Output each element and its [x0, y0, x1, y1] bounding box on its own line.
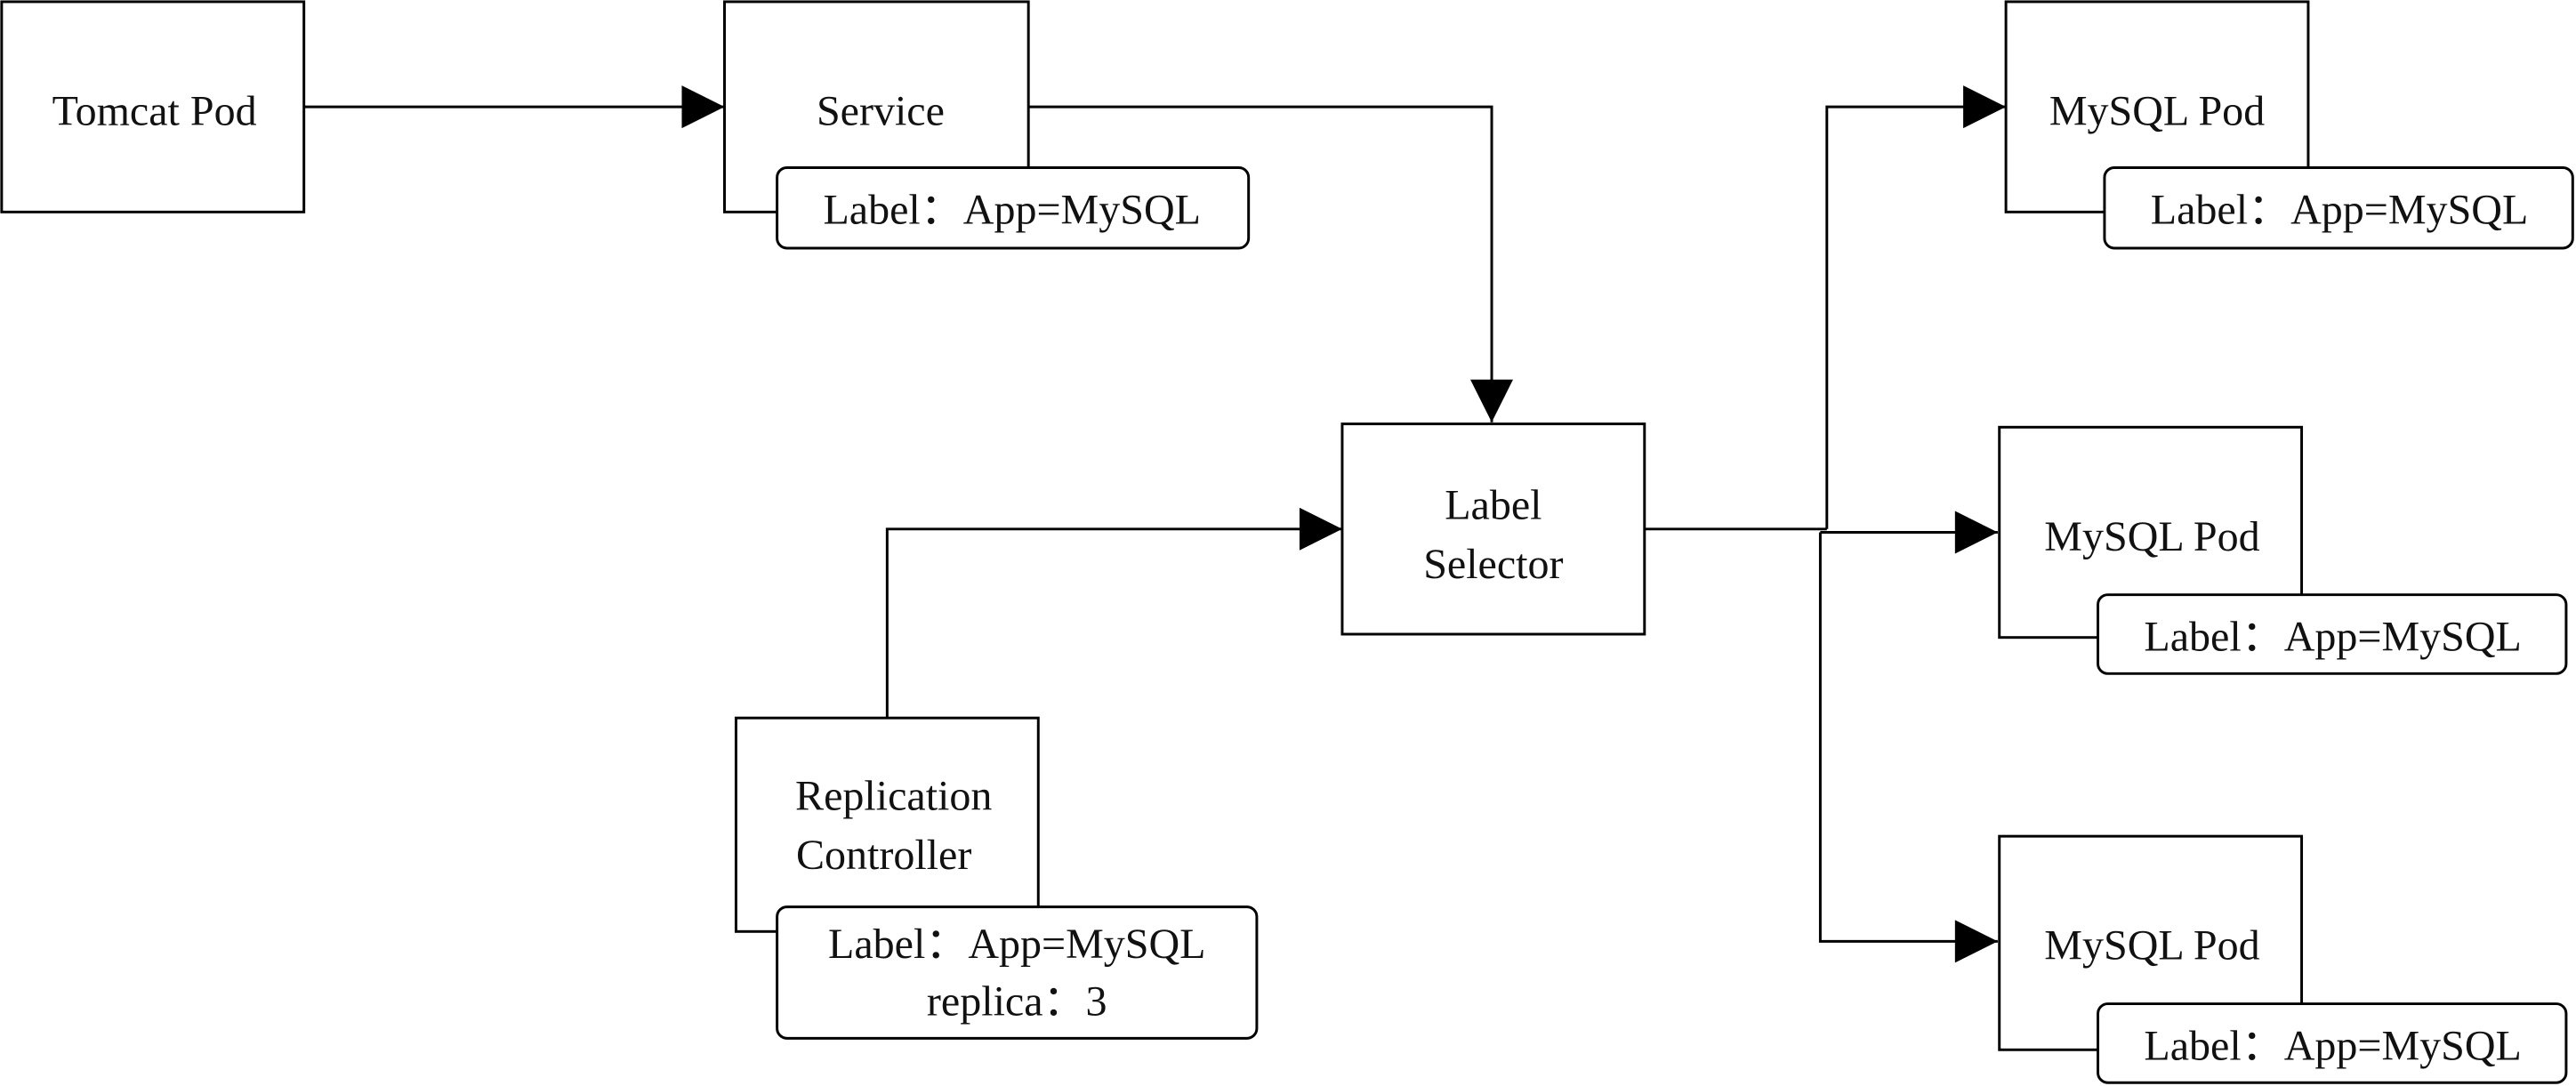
- mysql-pod-tag-text: Label：App=MySQL: [2151, 186, 2529, 233]
- edge-selector-to-pod3: [1818, 532, 1998, 963]
- mysql-pod-node: MySQL Pod Label：App=MySQL: [2004, 0, 2574, 250]
- rc-tag-line2: replica：3: [927, 977, 1107, 1025]
- service-label-tag: Label：App=MySQL: [776, 165, 1251, 250]
- edge-service-to-selector: [1028, 105, 1514, 422]
- mysql-pod-label: MySQL Pod: [2044, 922, 2259, 969]
- tomcat-pod-label: Tomcat Pod: [52, 87, 257, 134]
- replication-controller-node: Replication Controller Label：App=MySQL r…: [734, 716, 1259, 1040]
- edge-selector-to-pod1: [1825, 85, 2007, 529]
- replication-controller-line2: Controller: [796, 832, 971, 879]
- mysql-pod-tag-text: Label：App=MySQL: [2144, 1022, 2522, 1069]
- service-node: Service Label：App=MySQL: [723, 0, 1251, 250]
- edge-rc-to-selector: [885, 507, 1342, 719]
- tomcat-pod-node: Tomcat Pod: [0, 0, 306, 213]
- service-tag-text: Label：App=MySQL: [823, 186, 1201, 233]
- mysql-pod-label-tag: Label：App=MySQL: [2097, 1002, 2568, 1084]
- label-selector-line2: Selector: [1423, 541, 1563, 588]
- replication-controller-label-tag: Label：App=MySQL replica：3: [776, 905, 1259, 1040]
- mysql-pod-label-tag: Label：App=MySQL: [2097, 593, 2568, 675]
- service-label: Service: [817, 87, 945, 134]
- mysql-pod-label-tag: Label：App=MySQL: [2103, 165, 2574, 250]
- mysql-pod-node: MySQL Pod Label：App=MySQL: [1998, 425, 2568, 675]
- label-selector-node: Label Selector: [1340, 422, 1646, 636]
- mysql-pod-tag-text: Label：App=MySQL: [2144, 613, 2522, 660]
- label-selector-line1: Label: [1445, 482, 1542, 529]
- rc-tag-line1: Label：App=MySQL: [828, 921, 1206, 968]
- mysql-pod-node: MySQL Pod Label：App=MySQL: [1998, 834, 2568, 1084]
- replication-controller-line1: Replication: [795, 773, 992, 820]
- mysql-pod-label: MySQL Pod: [2049, 87, 2265, 134]
- mysql-pod-label: MySQL Pod: [2044, 513, 2259, 560]
